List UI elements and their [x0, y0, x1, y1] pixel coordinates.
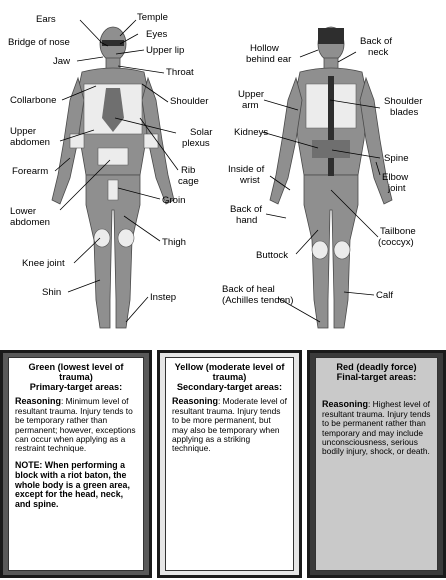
label-calf: Calf	[376, 290, 393, 301]
yellow-title: Yellow (moderate level of trauma)	[172, 362, 287, 382]
label-solar-plexus-2: plexus	[182, 138, 210, 149]
yellow-reasoning-label: Reasoning	[172, 396, 218, 406]
label-collarbone: Collarbone	[10, 95, 56, 106]
label-upper-lip: Upper lip	[146, 45, 184, 56]
label-forearm: Forearm	[12, 166, 48, 177]
green-reasoning-label: Reasoning	[15, 396, 61, 406]
label-kidneys: Kidneys	[234, 127, 268, 138]
label-instep: Instep	[150, 292, 176, 303]
green-note: NOTE: When performing a block with a rio…	[15, 461, 137, 509]
label-spine: Spine	[384, 153, 409, 164]
label-lower-abdomen-2: abdomen	[10, 217, 50, 228]
label-back-of-hand-1: Back of	[230, 204, 262, 215]
label-upper-abdomen-2: abdomen	[10, 137, 50, 148]
green-panel: Green (lowest level of trauma) Primary-t…	[0, 350, 152, 578]
red-title: Red (deadly force)	[322, 362, 431, 372]
label-upper-arm-1: Upper	[238, 89, 265, 100]
label-shoulder-blades-1: Shoulder	[384, 96, 423, 107]
label-tailbone-2: (coccyx)	[378, 237, 414, 248]
label-upper-arm-2: arm	[242, 100, 259, 111]
label-jaw: Jaw	[53, 56, 70, 67]
yellow-panel-inner: Yellow (moderate level of trauma) Second…	[165, 357, 294, 571]
label-achilles-1: Back of heal	[222, 284, 275, 295]
label-bridge-of-nose: Bridge of nose	[8, 37, 70, 48]
red-panel: Red (deadly force) Final-target areas: R…	[307, 350, 446, 578]
front-figure	[52, 27, 174, 328]
label-inside-of-wrist-1: Inside of	[228, 164, 265, 175]
label-elbow-joint-1: Elbow	[382, 172, 408, 183]
label-groin: Groin	[162, 195, 185, 206]
label-ears: Ears	[36, 14, 56, 25]
label-lower-abdomen-1: Lower	[10, 206, 37, 217]
label-solar-plexus-1: Solar	[190, 127, 213, 138]
label-knee-joint: Knee joint	[22, 258, 65, 269]
label-rib-cage-1: Rib	[181, 165, 195, 176]
green-title: Green (lowest level of trauma)	[15, 362, 137, 382]
label-throat: Throat	[166, 67, 194, 78]
label-hollow-behind-ear-2: behind ear	[246, 54, 292, 65]
label-shin: Shin	[42, 287, 61, 298]
label-back-of-hand-2: hand	[236, 215, 257, 226]
green-subtitle: Primary-target areas:	[15, 382, 137, 392]
back-figure	[270, 27, 392, 328]
green-reasoning: Reasoning: Minimum level of resultant tr…	[15, 397, 137, 453]
label-thigh: Thigh	[162, 237, 186, 248]
red-panel-inner: Red (deadly force) Final-target areas: R…	[315, 357, 438, 571]
label-temple: Temple	[137, 12, 168, 23]
label-shoulder: Shoulder	[170, 96, 209, 107]
green-panel-inner: Green (lowest level of trauma) Primary-t…	[8, 357, 144, 571]
label-buttock: Buttock	[256, 250, 288, 261]
label-shoulder-blades-2: blades	[390, 107, 418, 118]
label-inside-of-wrist-2: wrist	[239, 175, 260, 186]
label-tailbone-1: Tailbone	[380, 226, 416, 237]
yellow-panel: Yellow (moderate level of trauma) Second…	[157, 350, 302, 578]
label-back-of-neck-2: neck	[368, 47, 388, 58]
label-elbow-joint-2: joint	[387, 183, 406, 194]
yellow-subtitle: Secondary-target areas:	[172, 382, 287, 392]
label-eyes: Eyes	[146, 29, 168, 40]
red-subtitle: Final-target areas:	[322, 372, 431, 382]
yellow-reasoning: Reasoning: Moderate level of resultant t…	[172, 397, 287, 453]
body-target-diagram: Ears Temple Eyes Bridge of nose Upper li…	[0, 0, 446, 340]
label-achilles-2: (Achilles tendon)	[222, 295, 293, 306]
red-reasoning: Reasoning: Highest level of resultant tr…	[322, 400, 431, 456]
label-back-of-neck-1: Back of	[360, 36, 392, 47]
red-reasoning-label: Reasoning	[322, 399, 368, 409]
label-hollow-behind-ear-1: Hollow	[250, 43, 279, 54]
label-rib-cage-2: cage	[178, 176, 199, 187]
label-upper-abdomen-1: Upper	[10, 126, 37, 137]
